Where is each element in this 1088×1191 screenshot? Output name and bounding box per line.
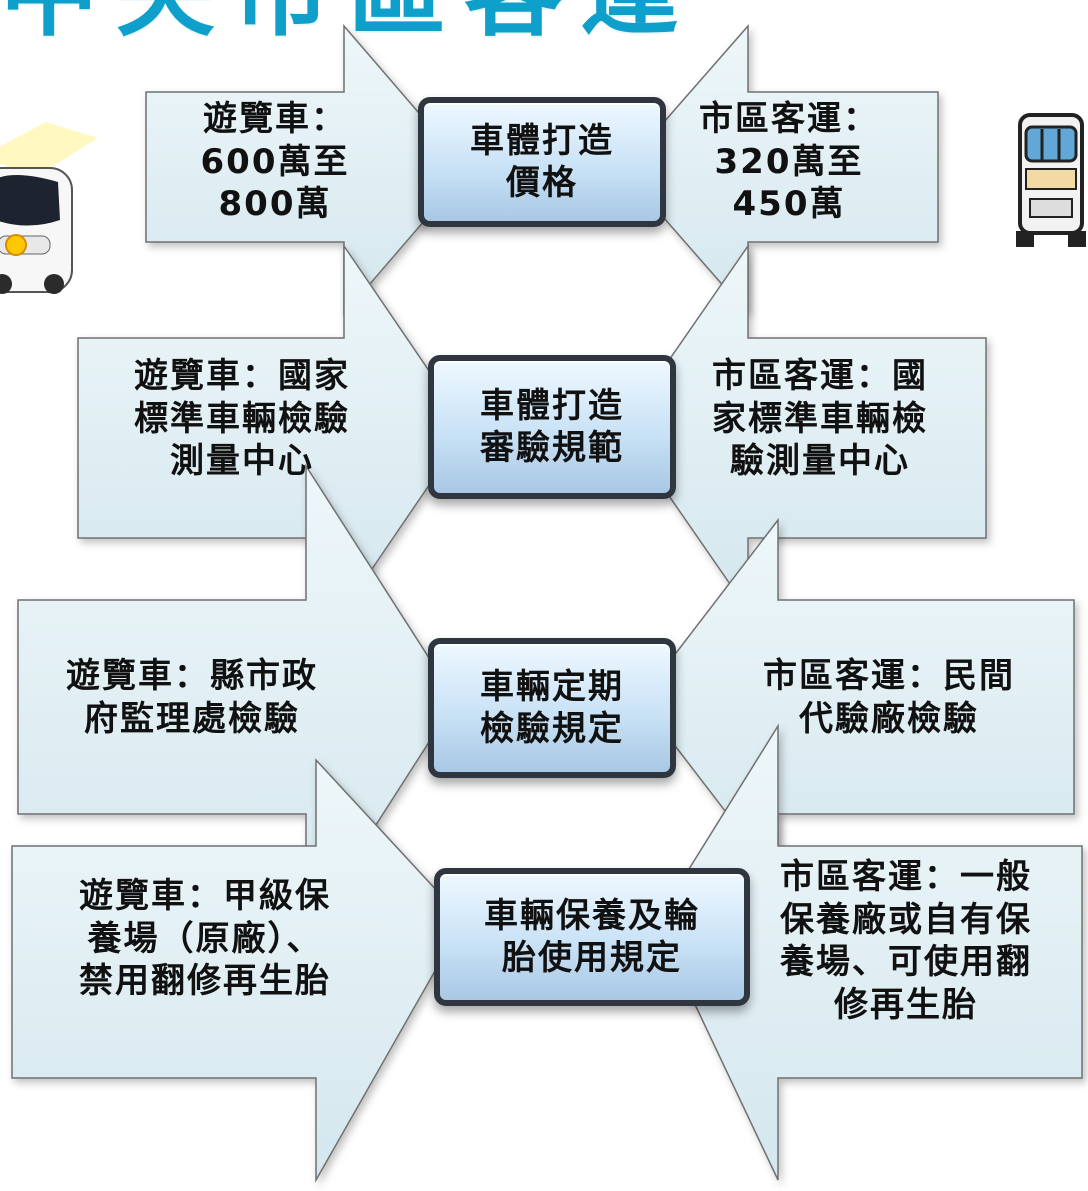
right-text-row-1: 市區客運： 320萬至 450萬	[699, 99, 879, 224]
page-title: 中央市區客運	[0, 0, 1088, 48]
center-box-row-4: 車輛保養及輪 胎使用規定	[434, 868, 750, 1006]
left-text-row-1: 遊覽車： 600萬至 800萬	[200, 99, 350, 224]
right-arrow-1	[621, 24, 939, 316]
left-arrow-4	[11, 758, 465, 1183]
right-text-row-3: 市區客運：民間 代驗廠檢驗	[763, 656, 1015, 739]
center-box-row-1: 車體打造 價格	[418, 97, 666, 227]
center-box-row-2: 車體打造 審驗規範	[428, 355, 676, 499]
left-text-row-3: 遊覽車：縣市政 府監理處檢驗	[66, 656, 318, 739]
left-text-row-4: 遊覽車：甲級保 養場（原廠）、 禁用翻修再生胎	[79, 876, 331, 1001]
right-text-row-4: 市區客運：一般 保養廠或自有保 養場、可使用翻 修再生胎	[780, 857, 1032, 1025]
city-bus-icon	[1016, 113, 1086, 247]
left-arrow-1	[145, 23, 469, 317]
right-arrow-2	[621, 243, 987, 613]
tour-bus-icon	[0, 122, 98, 294]
right-arrow-4	[655, 723, 1083, 1181]
center-box-row-3: 車輛定期 檢驗規定	[428, 638, 676, 778]
left-text-row-2: 遊覽車：國家 標準車輛檢驗 測量中心	[134, 356, 350, 481]
right-text-row-2: 市區客運：國 家標準車輛檢 驗測量中心	[712, 356, 928, 481]
left-arrow-2	[77, 243, 469, 613]
